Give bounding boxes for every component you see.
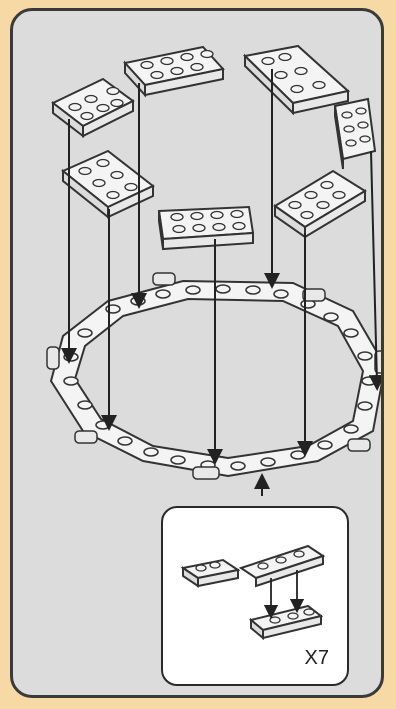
plate-4: [335, 99, 375, 169]
plate-3: [245, 46, 348, 113]
instruction-panel: X7: [10, 8, 384, 698]
subassembly-callout: X7: [161, 506, 349, 686]
quantity-multiplier: X7: [305, 647, 329, 670]
plate-1: [53, 79, 133, 136]
